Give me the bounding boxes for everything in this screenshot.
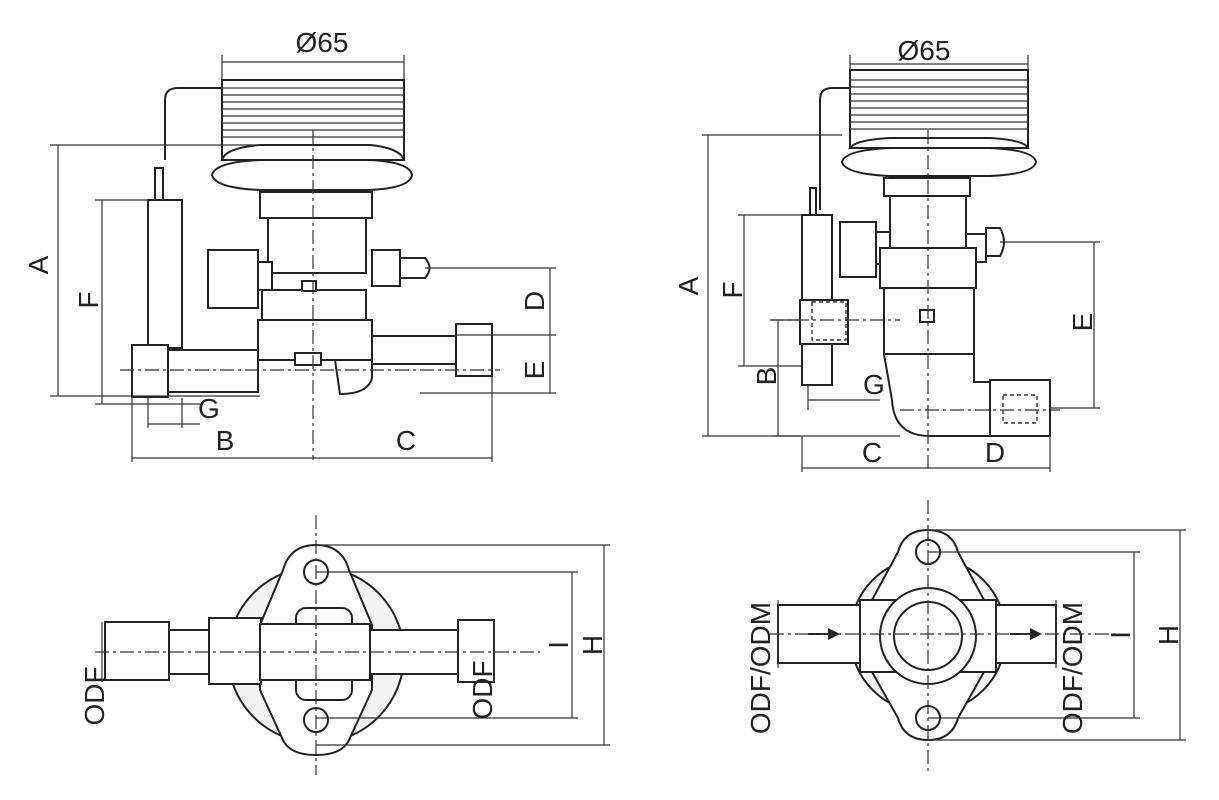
- dim-c-label: C: [396, 425, 416, 456]
- thermal-head: [849, 69, 1029, 149]
- dim-i-label: I: [543, 641, 574, 649]
- left-side-view: A F G B C D E Ø65: [23, 27, 556, 462]
- dim-i-label: I: [1105, 631, 1136, 639]
- dim-f-label: F: [73, 291, 104, 308]
- diameter-label: Ø65: [296, 27, 349, 58]
- dim-b-label: B: [216, 425, 235, 456]
- right-top-view: H I ODF/ODM ODF/ODM: [745, 500, 1186, 775]
- dim-a-label: A: [673, 276, 704, 295]
- odf-odm-label-left: ODF/ODM: [745, 602, 776, 734]
- dim-h-label: H: [1153, 625, 1184, 645]
- odf-label-right: ODF: [467, 660, 498, 719]
- dim-f-label: F: [717, 281, 748, 298]
- diameter-label: Ø65: [898, 35, 951, 66]
- dim-g-label: G: [198, 393, 220, 424]
- dim-g-label: G: [863, 369, 885, 400]
- dim-e-label: E: [1067, 313, 1098, 332]
- dim-c-label: C: [862, 437, 882, 468]
- sensing-bulb: [147, 199, 183, 349]
- dim-a-label: A: [23, 255, 54, 274]
- left-top-view: H I ODF ODF: [79, 515, 610, 775]
- dim-h-label: H: [577, 635, 608, 655]
- odf-odm-label-right: ODF/ODM: [1057, 602, 1088, 734]
- right-side-view: A F B G C D E Ø65: [673, 35, 1100, 472]
- dim-e-label: E: [519, 361, 550, 380]
- dim-b-label: B: [751, 367, 782, 386]
- dim-d-label: D: [985, 437, 1005, 468]
- dim-d-label: D: [519, 291, 550, 311]
- odf-label-left: ODF: [79, 666, 110, 725]
